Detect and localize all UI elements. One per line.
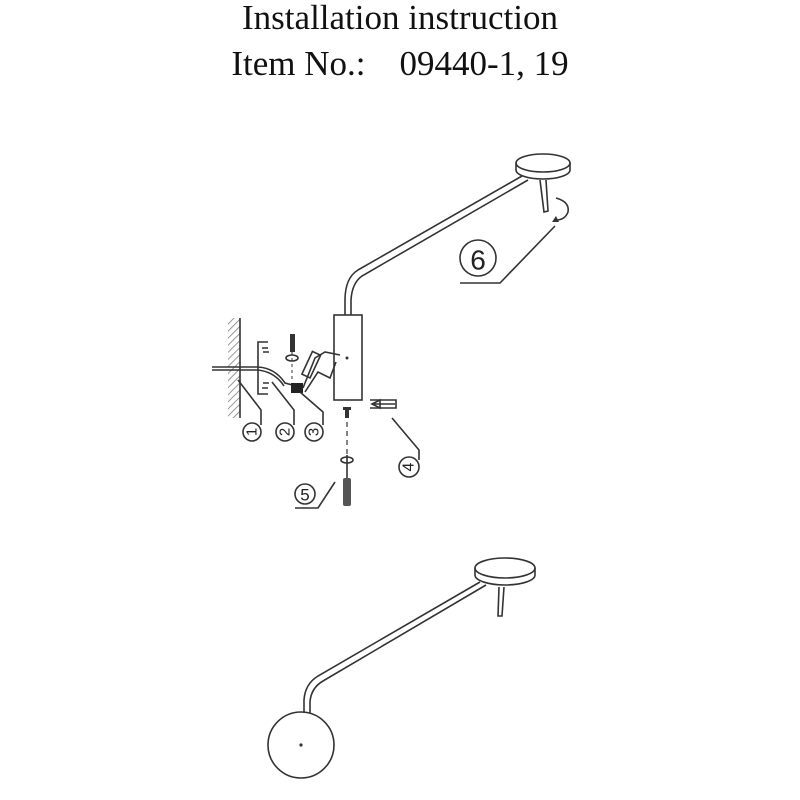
bracket <box>257 341 268 395</box>
svg-text:4: 4 <box>401 462 418 471</box>
arrow-left-icon <box>370 398 395 410</box>
wall-mount <box>212 318 341 418</box>
lamp-knob <box>497 586 505 617</box>
screw-icon <box>290 334 295 352</box>
step-4-label: 4 <box>391 417 420 478</box>
lamp-knob <box>539 179 549 213</box>
cable <box>212 366 301 388</box>
connector <box>291 383 303 393</box>
lamp-arm <box>344 175 523 315</box>
lamp-assembly-top <box>333 153 571 401</box>
rotate-arrow-icon <box>555 197 570 221</box>
step-5-label: 5 <box>294 481 336 509</box>
item-number-line: Item No.: 09440-1, 19 <box>0 44 800 84</box>
svg-text:6: 6 <box>470 245 486 276</box>
item-label: Item No.: <box>231 44 366 83</box>
screwdriver-icon <box>343 478 351 506</box>
svg-text:3: 3 <box>306 428 323 436</box>
svg-text:1: 1 <box>244 428 261 436</box>
step-labels: 1 2 3 4 5 <box>237 225 556 509</box>
screw-icon <box>345 408 349 418</box>
wall-plate <box>267 711 335 779</box>
step-6-label: 6 <box>459 225 556 284</box>
step-2-label: 2 <box>271 381 295 442</box>
item-number: 09440-1, 19 <box>399 44 569 83</box>
page-title: Installation instruction <box>242 0 558 37</box>
lamp-arm <box>303 581 481 713</box>
wall <box>228 318 240 418</box>
svg-text:2: 2 <box>277 428 294 436</box>
lamp-head <box>474 568 536 586</box>
step-1-label: 1 <box>237 379 262 442</box>
mounting-box <box>333 314 363 401</box>
step-3-label: 3 <box>299 391 324 442</box>
lamp-assembled-bottom <box>267 557 536 779</box>
svg-text:5: 5 <box>300 486 309 505</box>
screw-and-screwdriver <box>340 398 397 506</box>
lamp-head <box>515 163 571 180</box>
